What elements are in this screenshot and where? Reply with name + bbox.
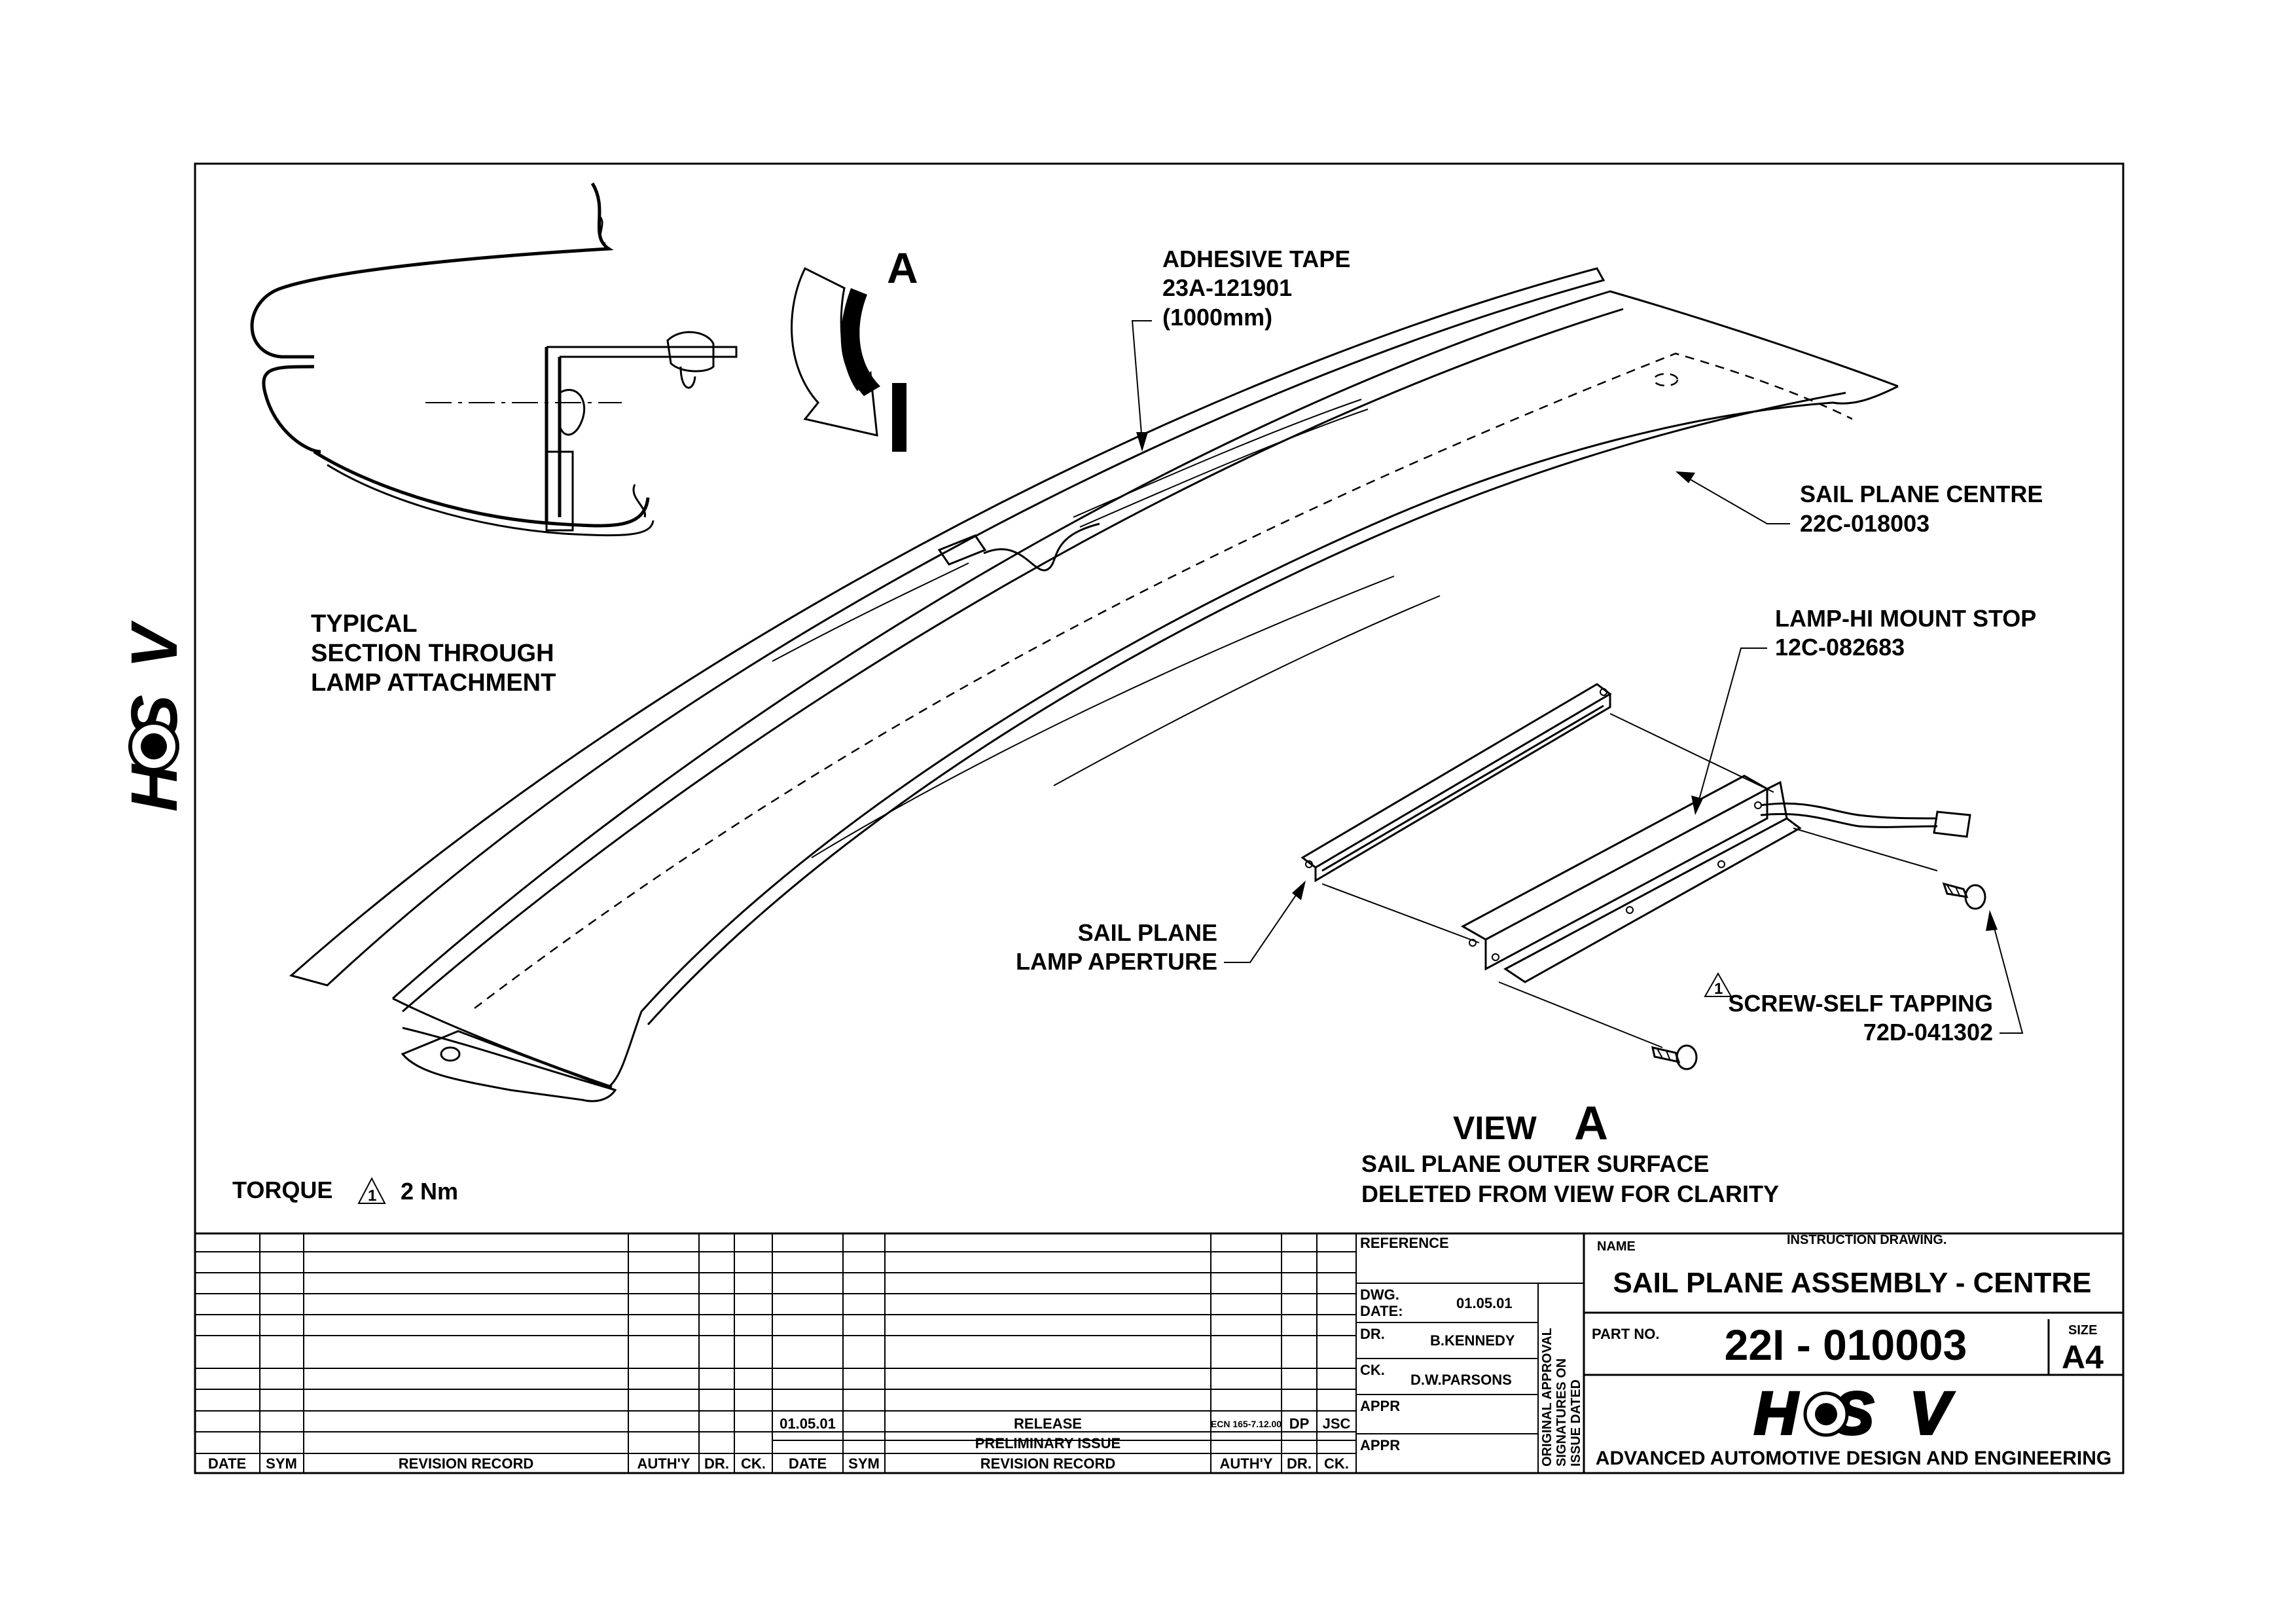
callout-screw-line-1: SCREW-SELF TAPPING bbox=[1728, 990, 1993, 1017]
callout-adhesive-tape: ADHESIVE TAPE 23A-121901 (1000mm) bbox=[1131, 246, 1350, 452]
drawing-name: SAIL PLANE ASSEMBLY - CENTRE bbox=[1613, 1267, 2091, 1299]
rev-header-dr-right: DR. bbox=[1287, 1455, 1312, 1472]
view-title-word: VIEW bbox=[1453, 1110, 1537, 1146]
rev-preliminary-issue: PRELIMINARY ISSUE bbox=[975, 1435, 1121, 1451]
lamp-aperture-frame bbox=[1300, 683, 1612, 883]
screw-upper bbox=[1942, 882, 1986, 910]
company-name: ADVANCED AUTOMOTIVE DESIGN AND ENGINEERI… bbox=[1596, 1448, 2111, 1469]
rev-entry-ck: JSC bbox=[1323, 1415, 1351, 1432]
section-caption: TYPICAL SECTION THROUGH LAMP ATTACHMENT bbox=[311, 610, 556, 697]
rev-entry-date: 01.05.01 bbox=[780, 1415, 836, 1432]
reference-label: REFERENCE bbox=[1360, 1235, 1449, 1251]
view-note-line-2: DELETED FROM VIEW FOR CLARITY bbox=[1361, 1180, 1779, 1207]
rev-header-date-right: DATE bbox=[789, 1455, 827, 1472]
rev-header-record-left: REVISION RECORD bbox=[399, 1455, 534, 1472]
approval-vertical-note-3: ISSUE DATED bbox=[1569, 1379, 1583, 1467]
dr-label: DR. bbox=[1360, 1326, 1385, 1342]
typical-section-detail bbox=[250, 182, 738, 537]
view-note-line-1: SAIL PLANE OUTER SURFACE bbox=[1361, 1150, 1709, 1177]
dwg-date: 01.05.01 bbox=[1456, 1295, 1513, 1311]
section-caption-line-2: SECTION THROUGH bbox=[311, 640, 554, 667]
torque-value: 2 Nm bbox=[401, 1178, 458, 1205]
rev-header-authy-right: AUTH'Y bbox=[1219, 1455, 1272, 1472]
callout-sail-plane-centre-line-1: SAIL PLANE CENTRE bbox=[1800, 481, 2043, 507]
screw-note-triangle bbox=[1704, 972, 1732, 997]
torque-note: TORQUE 1 2 Nm bbox=[232, 1176, 458, 1205]
torque-note-number: 1 bbox=[368, 1187, 376, 1205]
dr-name: B.KENNEDY bbox=[1430, 1332, 1515, 1349]
callout-lamp-aperture: SAIL PLANE LAMP APERTURE bbox=[1016, 881, 1306, 975]
projection-lines bbox=[1321, 713, 1938, 1048]
lamp-mount-stop bbox=[1460, 775, 1971, 983]
callout-sail-plane-centre: SAIL PLANE CENTRE 22C-018003 bbox=[1676, 471, 2043, 537]
view-marker-letter: A bbox=[887, 244, 918, 292]
approval-block: REFERENCE DWG. DATE: 01.05.01 DR. B.KENN… bbox=[1356, 1233, 1585, 1473]
sheet-border bbox=[194, 162, 2125, 1474]
rev-header-sym-right: SYM bbox=[848, 1455, 880, 1472]
callout-sail-plane-centre-line-2: 22C-018003 bbox=[1800, 510, 1929, 537]
size-label: SIZE bbox=[2068, 1323, 2097, 1338]
callout-adhesive-tape-line-1: ADHESIVE TAPE bbox=[1162, 246, 1350, 272]
rev-header-sym-left: SYM bbox=[266, 1455, 297, 1472]
view-a-arrow: A bbox=[791, 244, 918, 452]
callout-lamp-mount-stop-line-2: 12C-082683 bbox=[1775, 634, 1905, 661]
rev-header-date-left: DATE bbox=[208, 1455, 246, 1472]
screw-note-number: 1 bbox=[1714, 980, 1723, 998]
name-label: NAME bbox=[1597, 1239, 1636, 1254]
dwg-label-2: DATE: bbox=[1360, 1303, 1403, 1319]
rev-header-ck-left: CK. bbox=[741, 1455, 766, 1472]
adhesive-tape-strip bbox=[289, 267, 1605, 987]
rev-header-dr-left: DR. bbox=[704, 1455, 729, 1472]
appr-label-2: APPR bbox=[1360, 1437, 1400, 1453]
size-value: A4 bbox=[2062, 1339, 2104, 1376]
rev-header-authy-left: AUTH'Y bbox=[637, 1455, 690, 1472]
part-number: 22I - 010003 bbox=[1725, 1321, 1967, 1369]
title-block: NAME INSTRUCTION DRAWING. SAIL PLANE ASS… bbox=[1584, 1233, 2123, 1469]
rev-entry-dr: DP bbox=[1289, 1415, 1310, 1432]
ck-name: D.W.PARSONS bbox=[1410, 1372, 1512, 1388]
part-label: PART NO. bbox=[1592, 1326, 1659, 1342]
rev-header-record-right: REVISION RECORD bbox=[980, 1455, 1116, 1472]
side-logo-text: HSV bbox=[118, 598, 191, 812]
torque-label: TORQUE bbox=[232, 1176, 332, 1203]
view-title-letter: A bbox=[1574, 1097, 1608, 1150]
title-logo-text: HSV bbox=[1754, 1380, 1986, 1447]
ck-label: CK. bbox=[1360, 1362, 1385, 1378]
callout-screw-line-2: 72D-041302 bbox=[1863, 1019, 1993, 1046]
rev-entry-authy: ECN 165-7.12.00 bbox=[1211, 1419, 1282, 1429]
callout-lamp-mount-stop: LAMP-HI MOUNT STOP 12C-082683 bbox=[1691, 605, 2036, 815]
side-hsv-logo: HSV bbox=[118, 598, 191, 812]
torque-note-triangle bbox=[357, 1176, 386, 1204]
view-a-title: VIEW A SAIL PLANE OUTER SURFACE DELETED … bbox=[1361, 1097, 1779, 1207]
approval-vertical-note-2: SIGNATURES ON bbox=[1554, 1359, 1569, 1467]
callout-screw: 1 SCREW-SELF TAPPING 72D-041302 bbox=[1704, 910, 2024, 1046]
rev-entry-record: RELEASE bbox=[1014, 1415, 1082, 1432]
section-caption-line-1: TYPICAL bbox=[311, 610, 418, 638]
callout-lamp-aperture-line-1: SAIL PLANE bbox=[1078, 919, 1217, 946]
rev-header-ck-right: CK. bbox=[1324, 1455, 1349, 1472]
revision-table: DATE SYM REVISION RECORD AUTH'Y DR. CK. … bbox=[195, 1232, 2123, 1473]
callout-adhesive-tape-line-3: (1000mm) bbox=[1162, 304, 1272, 331]
drawing-type: INSTRUCTION DRAWING. bbox=[1787, 1233, 1946, 1247]
callout-adhesive-tape-line-2: 23A-121901 bbox=[1162, 274, 1292, 301]
screw-lower bbox=[1651, 1044, 1698, 1070]
sail-plane-body bbox=[392, 290, 1899, 1103]
callout-lamp-aperture-line-2: LAMP APERTURE bbox=[1016, 948, 1217, 975]
dwg-label-1: DWG. bbox=[1360, 1286, 1399, 1303]
title-hsv-logo: HSV bbox=[1753, 1379, 1986, 1448]
approval-vertical-note-1: ORIGINAL APPROVAL bbox=[1540, 1328, 1554, 1467]
section-caption-line-3: LAMP ATTACHMENT bbox=[311, 669, 556, 697]
callout-lamp-mount-stop-line-1: LAMP-HI MOUNT STOP bbox=[1775, 605, 2036, 632]
appr-label-1: APPR bbox=[1360, 1398, 1400, 1414]
